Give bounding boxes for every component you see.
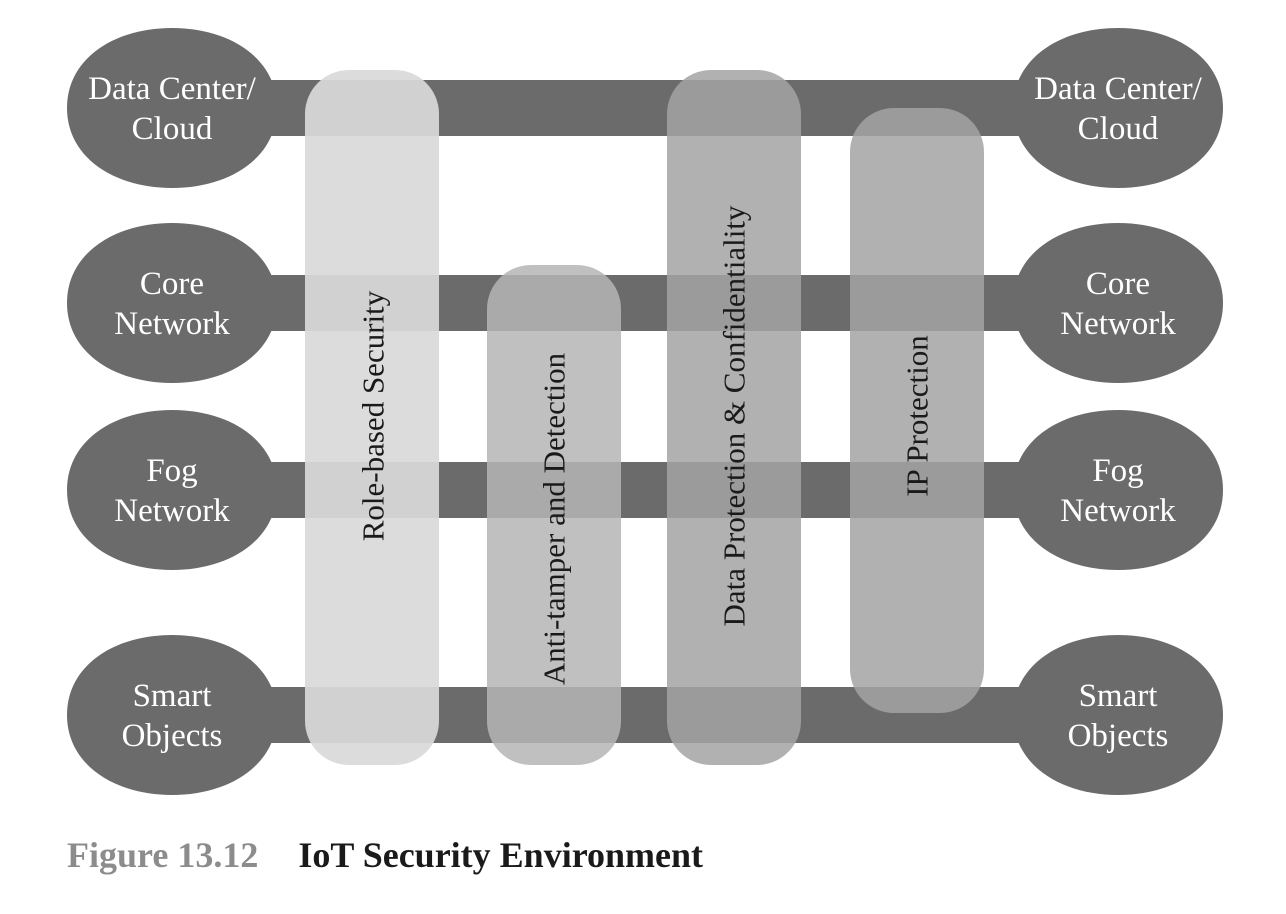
layer-node-right (1013, 410, 1223, 570)
layer-node-left (67, 410, 277, 570)
security-pillar-label: Role-based Security (356, 290, 391, 541)
layer-node-right-label-line: Fog (1092, 453, 1143, 489)
layer-node-left-label-line: Network (114, 306, 230, 342)
layer-node-right-label-line: Objects (1068, 718, 1169, 754)
layer-node-left-label-line: Objects (122, 718, 223, 754)
layer-node-right-label-line: Data Center/ (1034, 71, 1203, 107)
layer-node-right (1013, 223, 1223, 383)
security-pillar (667, 70, 801, 765)
layer-node-left-label: Data Center/Cloud (88, 71, 257, 147)
layer-node-left-label-line: Cloud (132, 111, 213, 147)
layer-node-right-label-line: Network (1060, 306, 1176, 342)
layer-node-left-label-line: Fog (146, 453, 197, 489)
layer-node-right-label-line: Network (1060, 493, 1176, 529)
layer-node-left-label-line: Data Center/ (88, 71, 257, 107)
security-pillar (487, 265, 621, 765)
layer-node-right (1013, 635, 1223, 795)
layer-node-left (67, 28, 277, 188)
security-pillars: Role-based Security Anti-tamper and Detec… (305, 70, 984, 765)
layer-node-left (67, 635, 277, 795)
layer-node-right-label-line: Smart (1079, 678, 1158, 714)
security-pillar-label: IP Protection (900, 335, 935, 497)
layer-node-right-label-line: Cloud (1078, 111, 1159, 147)
figure-number: Figure 13.12 (67, 835, 259, 875)
layer-node-right-label-line: Core (1086, 266, 1150, 302)
security-pillar-label: Anti-tamper and Detection (537, 352, 572, 685)
layer-node-left (67, 223, 277, 383)
figure-caption: Figure 13.12 IoT Security Environment (67, 830, 703, 880)
layer-node-left-label-line: Smart (133, 678, 212, 714)
layer-node-right-label: Data Center/Cloud (1034, 71, 1203, 147)
layer-node-left-label-line: Network (114, 493, 230, 529)
layer-node-left-label-line: Core (140, 266, 204, 302)
security-pillar (305, 70, 439, 765)
security-pillar-label: Data Protection & Confidentiality (717, 205, 752, 626)
figure-title: IoT Security Environment (298, 835, 704, 875)
security-pillar (850, 108, 984, 713)
layer-node-right (1013, 28, 1223, 188)
